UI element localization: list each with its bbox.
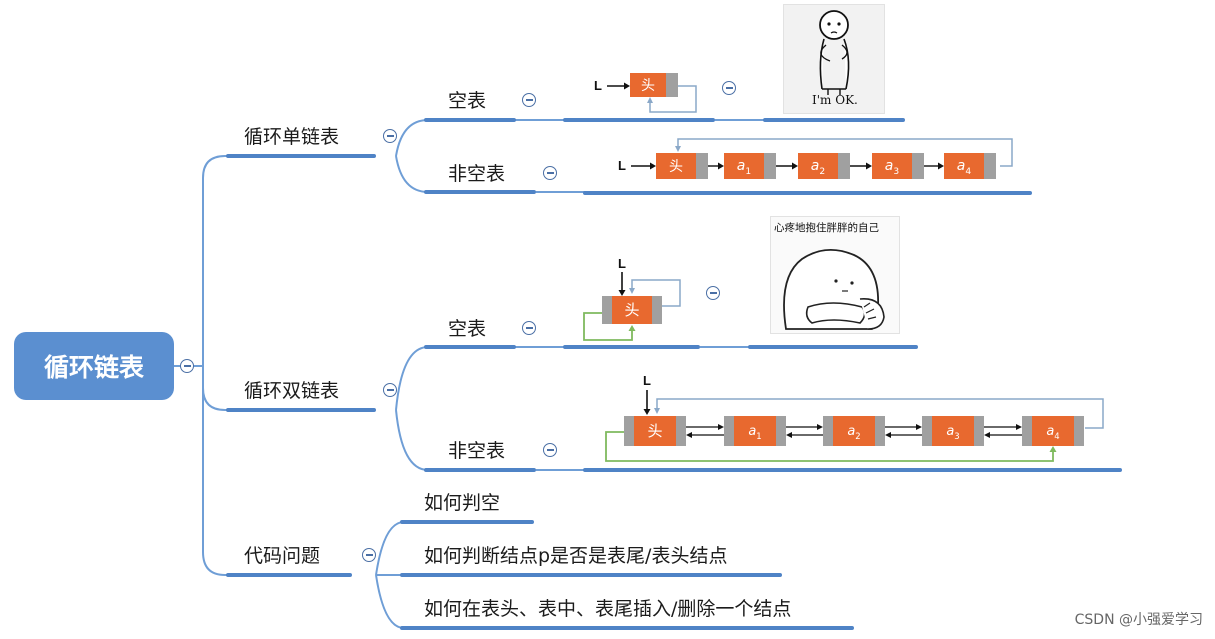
blob-hug-illustration (783, 249, 885, 330)
code-item-empty-check[interactable]: 如何判空 (424, 492, 501, 514)
dll-node-2: a2 (823, 416, 922, 446)
doubly-nonempty-collapse-button[interactable] (543, 443, 557, 457)
doubly-underlines (424, 345, 1122, 472)
level1-underlines (226, 154, 376, 577)
pointer-label: L (594, 78, 602, 93)
singly-connectors (395, 119, 765, 193)
singly-empty-collapse-button[interactable] (522, 93, 536, 107)
pointer-label: L (643, 373, 651, 388)
root-node[interactable]: 循环链表 (14, 332, 174, 400)
doubly-empty-image-collapse-button[interactable] (706, 286, 720, 300)
sll-node-2: a2 (798, 153, 872, 179)
node-label: a4 (1046, 424, 1059, 441)
singly-underlines (424, 118, 1032, 195)
head-label: 头 (647, 422, 662, 440)
sll-node-3: a3 (872, 153, 944, 179)
code-underlines (400, 520, 854, 630)
pointer-label: L (618, 256, 626, 271)
singly-nonempty-collapse-button[interactable] (543, 166, 557, 180)
dll-node-1: a1 (724, 416, 823, 446)
head-node-pointer (666, 73, 678, 97)
meme-ok-caption: I'm OK. (812, 93, 858, 107)
head-label: 头 (641, 78, 655, 94)
doubly-nonempty-label[interactable]: 非空表 (448, 440, 506, 462)
singly-empty-label[interactable]: 空表 (448, 90, 487, 112)
doubly-collapse-button[interactable] (383, 383, 397, 397)
code-item-tail-head-check[interactable]: 如何判断结点p是否是表尾/表头结点 (424, 545, 728, 567)
doubly-connectors (395, 346, 750, 471)
head-node (630, 73, 666, 97)
node-label: a1 (748, 424, 761, 441)
sll-head-node: 头 (656, 153, 724, 179)
head-node (612, 296, 652, 324)
singly-empty-image-collapse-button[interactable] (722, 81, 736, 95)
stickman-illustration (819, 10, 850, 95)
code-item-insert-delete[interactable]: 如何在表头、表中、表尾插入/删除一个结点 (424, 598, 792, 620)
node-label: a2 (847, 424, 860, 441)
meme-hug-caption: 心疼地抱住胖胖的自己 (774, 222, 879, 234)
singly-nonempty-diagram: L 头 a1 a2 a3 a4 (618, 138, 1013, 179)
pointer-label: L (618, 158, 626, 173)
head-label: 头 (669, 159, 683, 175)
singly-collapse-button[interactable] (383, 129, 397, 143)
root-collapse-button[interactable] (180, 359, 194, 373)
root-connectors (174, 155, 375, 576)
watermark: CSDN @小强爱学习 (1074, 612, 1203, 628)
doubly-empty-label[interactable]: 空表 (448, 318, 487, 340)
node-label: a1 (737, 158, 751, 177)
node-label: a3 (885, 158, 900, 177)
meme-hug-image: 心疼地抱住胖胖的自己 (770, 216, 900, 334)
sll-node-4: a4 (944, 153, 996, 179)
doubly-empty-collapse-button[interactable] (522, 321, 536, 335)
node-label: a4 (957, 158, 972, 177)
branch-singly-label[interactable]: 循环单链表 (244, 126, 340, 148)
code-connectors (375, 521, 405, 629)
node-label: a2 (811, 158, 825, 177)
branch-doubly-label[interactable]: 循环双链表 (244, 380, 340, 402)
sll-node-1: a1 (724, 153, 798, 179)
doubly-empty-diagram: L 头 (583, 256, 681, 341)
branch-code-label[interactable]: 代码问题 (244, 545, 321, 567)
code-collapse-button[interactable] (362, 548, 376, 562)
dll-head-node: 头 (624, 416, 724, 446)
singly-nonempty-label[interactable]: 非空表 (448, 163, 506, 185)
head-label: 头 (624, 301, 639, 319)
dll-node-3: a3 (922, 416, 1022, 446)
dll-node-4: a4 (1022, 416, 1084, 446)
node-label: a3 (946, 424, 959, 441)
doubly-nonempty-diagram: L 头 a1 a2 a3 a4 (605, 373, 1104, 462)
singly-empty-diagram: L 头 (594, 73, 697, 113)
meme-im-ok-image: I'm OK. (783, 4, 885, 114)
